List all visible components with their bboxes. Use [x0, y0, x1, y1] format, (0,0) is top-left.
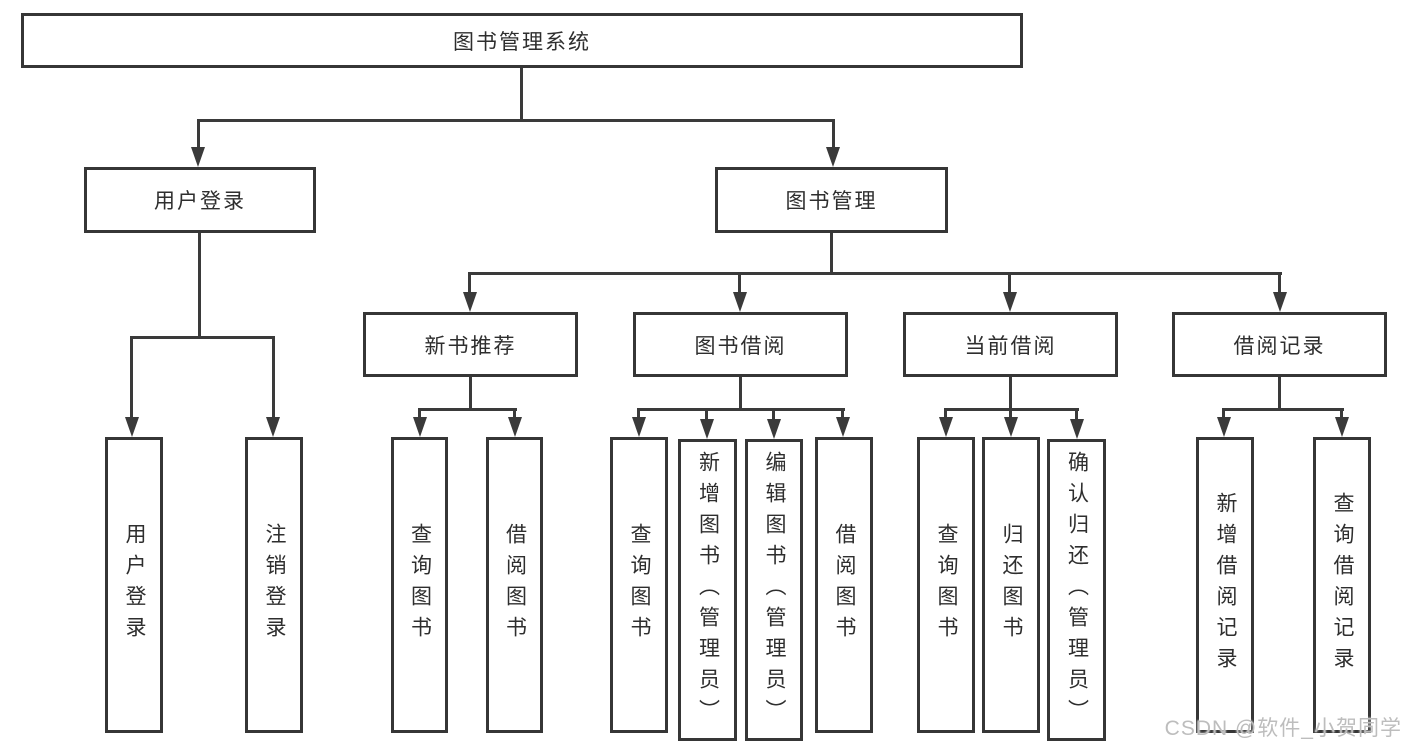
arrowhead-down-icon: [191, 147, 205, 167]
connector-line: [1075, 408, 1078, 421]
connector-line: [841, 408, 844, 420]
node-label: 用户登录: [154, 190, 246, 213]
leaf-query-books: 查询图书: [391, 437, 448, 733]
leaf-label: 归还图书: [1000, 523, 1023, 647]
connector-line: [832, 119, 835, 149]
arrowhead-down-icon: [826, 147, 840, 167]
connector-line: [468, 272, 1282, 275]
leaf-label: 查询借阅记录: [1331, 492, 1354, 678]
arrowhead-down-icon: [413, 417, 427, 437]
leaf-label: 确认归还（管理员）: [1065, 450, 1089, 730]
connector-line: [1340, 408, 1343, 420]
leaf-label: 查询图书: [628, 523, 651, 647]
arrowhead-down-icon: [700, 419, 714, 439]
connector-line: [944, 408, 947, 420]
connector-line: [1222, 408, 1225, 420]
arrowhead-down-icon: [1004, 417, 1018, 437]
leaf-query-books: 查询图书: [610, 437, 668, 733]
connector-line: [637, 408, 640, 420]
arrowhead-down-icon: [767, 419, 781, 439]
connector-line: [198, 233, 201, 336]
connector-line: [739, 377, 742, 408]
leaf-return-books: 归还图书: [982, 437, 1040, 733]
connector-line: [197, 119, 835, 122]
node-label: 图书借阅: [694, 334, 787, 358]
arrowhead-down-icon: [1273, 292, 1287, 312]
csdn-watermark: CSDN @软件_小贺同学: [1164, 717, 1402, 740]
connector-line: [1278, 272, 1281, 294]
connector-line: [830, 233, 833, 272]
node-book-borrowing: 图书借阅: [633, 312, 848, 377]
leaf-query-books: 查询图书: [917, 437, 975, 733]
leaf-label: 注销登录: [263, 523, 286, 647]
leaf-user-login: 用户登录: [105, 437, 163, 733]
connector-line: [272, 336, 275, 418]
arrowhead-down-icon: [508, 417, 522, 437]
leaf-label: 查询图书: [408, 523, 432, 647]
connector-line: [469, 377, 472, 408]
leaf-logout: 注销登录: [245, 437, 303, 733]
connector-line: [637, 408, 845, 411]
arrowhead-down-icon: [632, 417, 646, 437]
node-book-management: 图书管理: [715, 167, 948, 233]
leaf-label: 借阅图书: [833, 523, 856, 647]
arrowhead-down-icon: [463, 292, 477, 312]
connector-line: [1278, 377, 1281, 408]
leaf-confirm-return-admin: 确认归还（管理员）: [1047, 439, 1106, 741]
connector-line: [520, 68, 523, 119]
node-label: 当前借阅: [964, 334, 1057, 358]
leaf-label: 借阅图书: [503, 523, 527, 647]
arrowhead-down-icon: [1070, 419, 1084, 439]
leaf-label: 查询图书: [935, 523, 958, 647]
connector-line: [418, 408, 421, 420]
connector-line: [738, 272, 741, 294]
leaf-add-borrow-record: 新增借阅记录: [1196, 437, 1254, 733]
node-user-login: 用户登录: [84, 167, 316, 233]
connector-line: [513, 408, 516, 420]
arrowhead-down-icon: [125, 417, 139, 437]
leaf-label: 新增借阅记录: [1214, 492, 1237, 678]
leaf-label: 新增图书（管理员）: [696, 450, 720, 730]
node-label: 借阅记录: [1233, 334, 1326, 358]
arrowhead-down-icon: [1217, 417, 1231, 437]
connector-line: [1008, 272, 1011, 294]
node-label: 新书推荐: [424, 334, 517, 358]
arrowhead-down-icon: [266, 417, 280, 437]
leaf-query-borrow-record: 查询借阅记录: [1313, 437, 1371, 733]
node-current-borrowing: 当前借阅: [903, 312, 1118, 377]
leaf-borrow-books: 借阅图书: [815, 437, 873, 733]
connector-line: [468, 272, 471, 294]
node-label: 图书管理: [785, 190, 878, 213]
connector-line: [1009, 377, 1012, 408]
leaf-edit-books-admin: 编辑图书（管理员）: [745, 439, 803, 741]
connector-line: [1009, 408, 1012, 420]
arrowhead-down-icon: [733, 292, 747, 312]
arrowhead-down-icon: [939, 417, 953, 437]
node-root-system: 图书管理系统: [21, 13, 1023, 68]
leaf-add-books-admin: 新增图书（管理员）: [678, 439, 737, 741]
arrowhead-down-icon: [836, 417, 850, 437]
node-label: 图书管理系统: [453, 30, 591, 54]
connector-line: [130, 336, 133, 418]
connector-line: [130, 336, 275, 339]
leaf-label: 编辑图书（管理员）: [763, 450, 786, 730]
arrowhead-down-icon: [1335, 417, 1349, 437]
connector-line: [197, 119, 200, 149]
arrowhead-down-icon: [1003, 292, 1017, 312]
node-new-book-recommend: 新书推荐: [363, 312, 578, 377]
connector-line: [705, 408, 708, 421]
connector-line: [1222, 408, 1344, 411]
connector-line: [418, 408, 517, 411]
leaf-borrow-books: 借阅图书: [486, 437, 543, 733]
leaf-label: 用户登录: [123, 523, 146, 647]
connector-line: [772, 408, 775, 421]
node-borrowing-records: 借阅记录: [1172, 312, 1387, 377]
